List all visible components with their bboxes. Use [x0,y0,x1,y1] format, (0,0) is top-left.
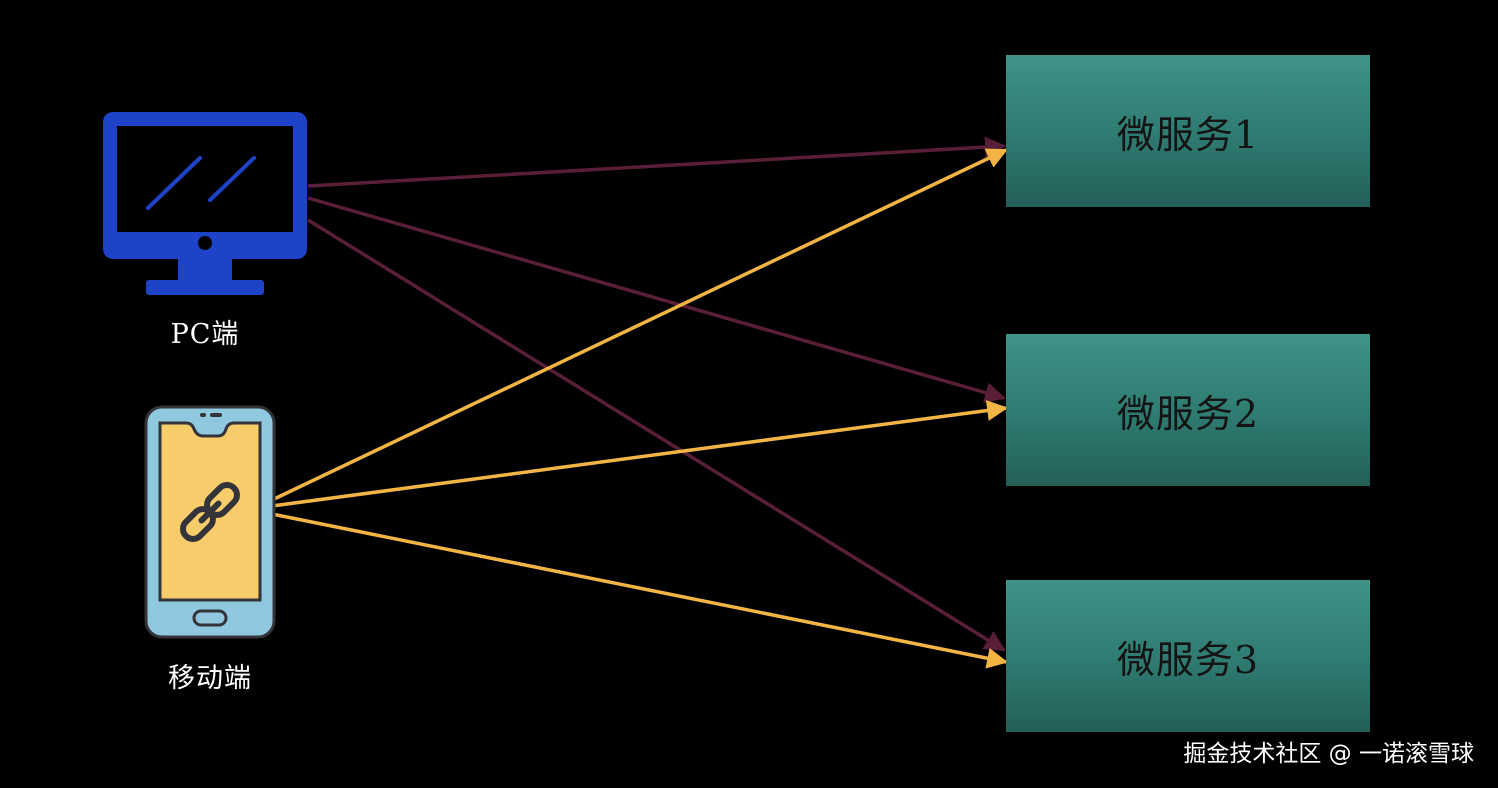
service-box-3: 微服务3 [1006,580,1370,732]
service-box-2: 微服务2 [1006,334,1370,486]
watermark: 掘金技术社区 @ 一诺滚雪球 [1183,741,1474,767]
edge-pc-to-svc3 [307,218,1006,652]
service-label-2: 微服务2 [1116,391,1260,436]
service-box-1: 微服务1 [1006,55,1370,207]
monitor-icon [103,112,307,295]
edge-mobile-to-svc2 [271,400,1009,508]
smartphone-link-icon [144,405,276,639]
edge-mobile-to-svc1 [271,148,1008,502]
edge-pc-to-svc1 [307,136,1007,188]
pc-client-label: PC端 [170,319,240,350]
edge-mobile-to-svc3 [271,512,1009,669]
service-label-1: 微服务1 [1116,112,1260,157]
mobile-client-label: 移动端 [168,663,252,694]
service-label-3: 微服务3 [1116,637,1260,682]
edge-pc-to-svc2 [307,196,1007,403]
